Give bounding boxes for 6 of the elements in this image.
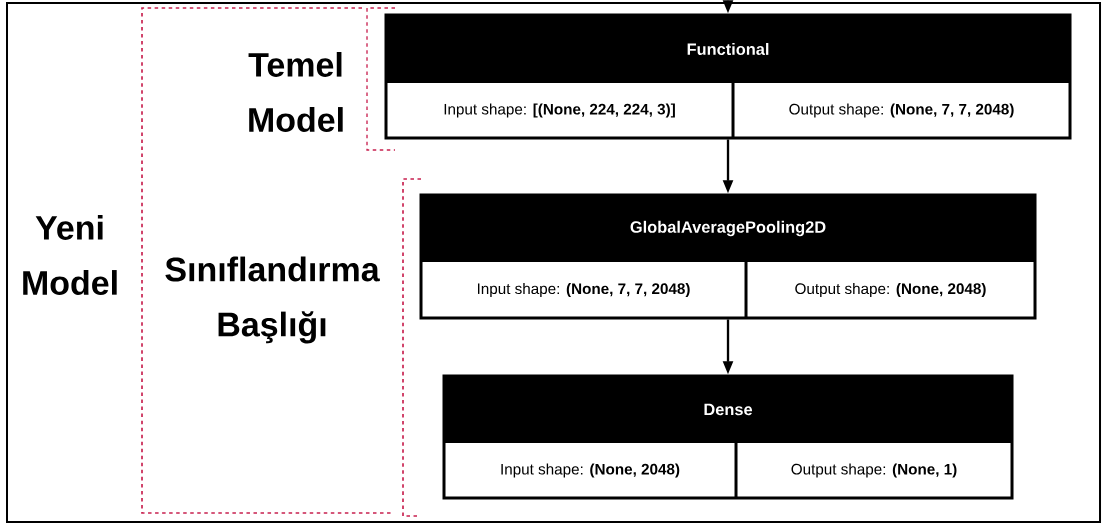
layer-box: Dense Input shape: (None, 2048) Output shape: (None, 1): [442, 374, 1014, 500]
bracket-label: Yeni Model: [23, 215, 117, 295]
layer-box: GlobalAveragePooling2D Input shape: (None, 7, 7, 2048) Output shape: (None, 2048): [419, 193, 1037, 320]
bracket-label: Temel Model: [248, 52, 343, 132]
layer-box: Functional Input shape: [(None, 224, 224, 3)] Output shape: (None, 7, 7, 2048): [384, 13, 1072, 140]
bracket-label: Sınıflandırma Başlığı: [165, 256, 380, 344]
